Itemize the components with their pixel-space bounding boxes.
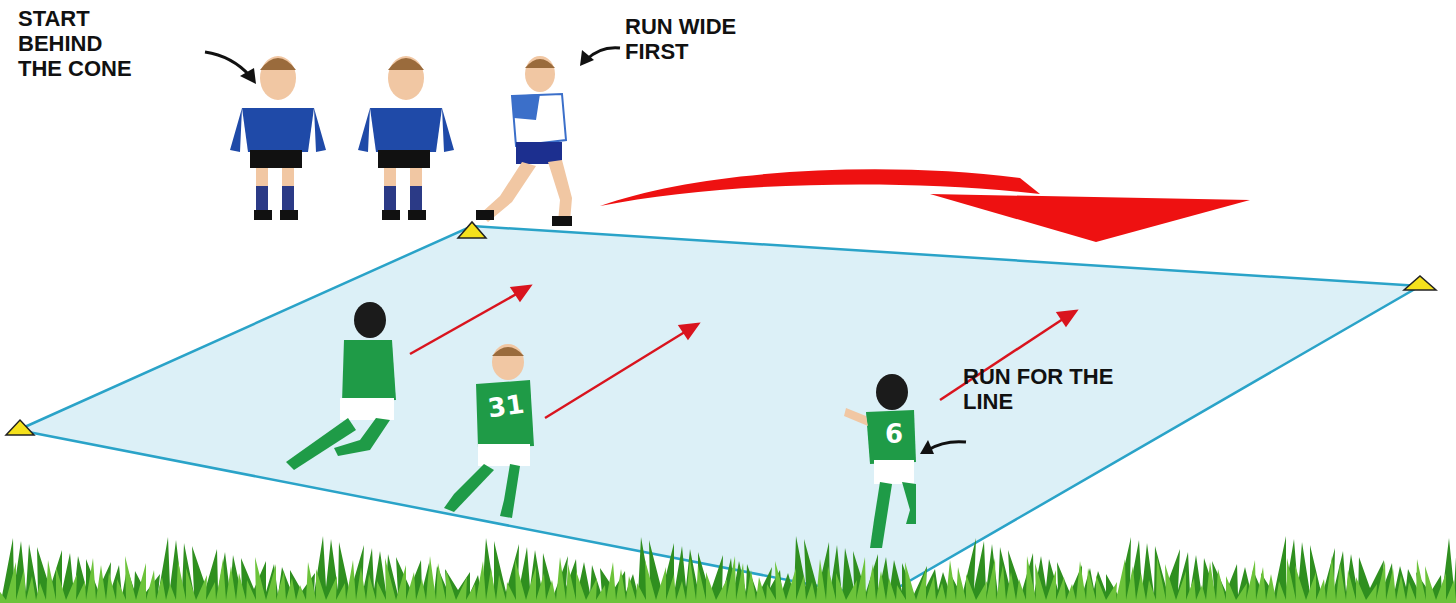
instruction-label: RUN WIDE FIRST — [625, 14, 750, 64]
leader-arrows — [205, 48, 966, 450]
attacking-player — [286, 302, 396, 470]
grass-back — [0, 536, 1456, 603]
arrow-head — [930, 194, 1250, 242]
instruction-label: START BEHIND THE CONE — [18, 6, 136, 81]
attacking-player — [844, 374, 916, 548]
attacking-player — [444, 344, 534, 518]
instruction-label: RUN FOR THE LINE — [963, 364, 1128, 414]
grass-front — [0, 556, 1456, 603]
waiting-player — [230, 56, 326, 220]
pitch-area — [18, 226, 1420, 598]
cones — [6, 222, 1436, 603]
waiting-player — [358, 56, 454, 220]
grass — [0, 536, 1456, 603]
running-player — [476, 56, 572, 226]
jersey-number: 6 — [874, 420, 914, 448]
jersey-number: 31 — [482, 389, 529, 423]
leader-heads — [240, 50, 934, 454]
